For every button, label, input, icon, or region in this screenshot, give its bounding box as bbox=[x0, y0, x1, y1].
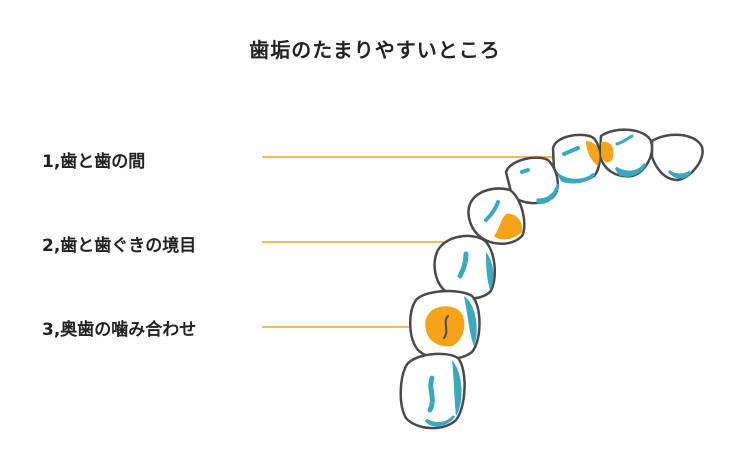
tooth-incisor-1 bbox=[652, 135, 703, 180]
tooth-molar-2 bbox=[410, 291, 479, 359]
tooth-canine bbox=[553, 135, 600, 182]
tooth-molar-3 bbox=[401, 354, 465, 428]
tooth-molar-1 bbox=[435, 236, 495, 299]
tooth-premolar-2 bbox=[469, 189, 525, 244]
tooth-incisor-2 bbox=[600, 130, 652, 177]
